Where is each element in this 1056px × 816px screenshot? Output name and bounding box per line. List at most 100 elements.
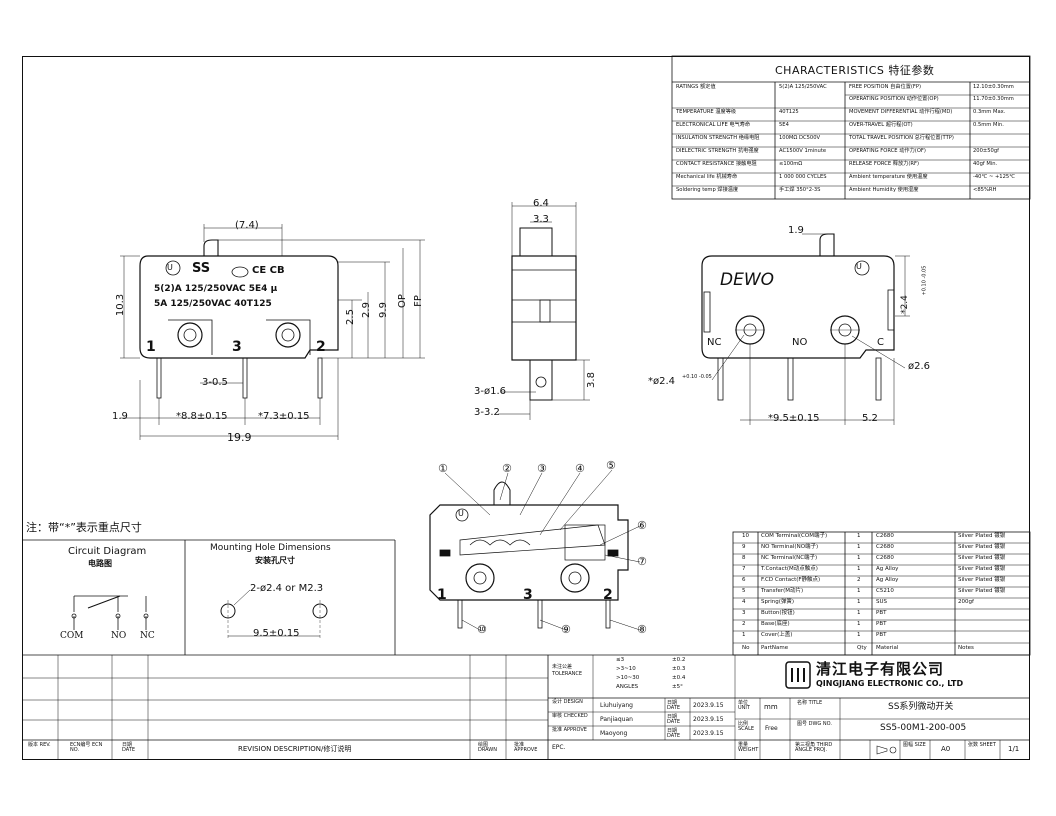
bom-cell: 1 [857, 621, 861, 627]
size-value: A0 [941, 745, 951, 753]
back-logo-u: U [856, 262, 862, 271]
characteristics-cell: OPERATING FORCE 动作力(OF) [849, 148, 926, 154]
bom-cell: C2680 [876, 555, 894, 561]
rev-label: 版本 REV. [28, 742, 51, 748]
mounting-holes: 2-ø2.4 or M2.3 [250, 583, 324, 594]
company-name-en: QINGJIANG ELECTRONIC CO., LTD [816, 679, 964, 688]
side-dim-3-8: 3.8 [585, 372, 597, 388]
characteristics-cell: 1 000 000 CYCLES [779, 174, 827, 180]
front-pin-3: 3 [232, 339, 242, 355]
date-label-2: 日期 DATE [667, 714, 681, 725]
bom-cell: Silver Plated 镀银 [958, 577, 1006, 583]
rev-date-label: 日期 DATE [122, 742, 136, 753]
bom-cell: Silver Plated 镀银 [958, 588, 1006, 594]
date-label-3: 日期 DATE [667, 728, 681, 739]
front-pin-1: 1 [146, 339, 156, 355]
callout-2: ② [502, 462, 512, 475]
bom-header-cell: Material [876, 645, 899, 651]
side-view [498, 202, 590, 420]
bom-cell: 7 [742, 566, 746, 572]
bom-cell: 9 [742, 544, 746, 550]
characteristics-cell: TOTAL TRAVEL POSITION 总行程位置(TTP) [849, 135, 954, 141]
company-name-cn: 清江电子有限公司 [816, 660, 945, 678]
front-dim-19-9: 19.9 [227, 431, 252, 444]
front-dim-height: 10.3 [115, 293, 127, 317]
back-dim-hole: *ø2.4 [648, 376, 676, 387]
bom-cell: 2 [742, 621, 746, 627]
characteristics-cell: Soldering temp 焊接温度 [676, 187, 739, 193]
projection-label: 第三视角 THIRD ANGLE PROJ. [795, 742, 833, 753]
tolerance-cell: ±5° [672, 684, 683, 690]
bom-cell: 1 [857, 544, 861, 550]
characteristics-cell: CONTACT RESISTANCE 接触电阻 [676, 161, 757, 167]
size-label: 图幅 SIZE [903, 742, 926, 748]
characteristics-cell: RELEASE FORCE 释放力(RF) [849, 161, 919, 167]
front-line1: 5(2)A 125/250VAC 5E4 μ [154, 284, 278, 294]
front-pin-2: 2 [316, 339, 326, 355]
approve2-label: 批准 APPROVE [514, 742, 538, 753]
approve-label: 批准 APPROVE [552, 727, 587, 733]
back-dim-9-5: *9.5±0.15 [768, 413, 820, 424]
bom-cell: Button(按钮) [761, 610, 795, 616]
section-logo-u: U [458, 509, 464, 518]
front-dim-2-9: 2.9 [360, 302, 372, 318]
back-dim-5-2: 5.2 [862, 413, 878, 424]
bom-cell: Ag Alloy [876, 566, 899, 572]
section-view [429, 469, 641, 631]
back-dim-2-6: ø2.6 [908, 361, 931, 372]
bom-cell: 4 [742, 599, 746, 605]
tolerance-cell: >3~10 [616, 666, 636, 672]
callout-1: ① [438, 462, 448, 475]
date-value-1: 2023.9.15 [693, 702, 724, 709]
back-dim-2-4: *2.4 [899, 295, 910, 314]
approve-name: Maoyong [600, 730, 628, 737]
bom-cell: 2 [857, 577, 861, 583]
dwg-label: 图号 DWG NO. [797, 721, 832, 727]
bom-cell: 3 [742, 610, 746, 616]
bom-cell: T.Contact(M动点触点) [761, 566, 818, 572]
bom-cell: Silver Plated 镀银 [958, 533, 1006, 539]
characteristics-cell: 40gf Min. [973, 161, 998, 167]
bom-cell: Base(底座) [761, 621, 790, 627]
front-dim-fp: FP [412, 295, 424, 307]
characteristics-cell: FREE POSITION 自由位置(FP) [849, 84, 922, 90]
back-brand: DEWO [720, 270, 775, 290]
bom-cell: 1 [857, 632, 861, 638]
characteristics-cell: RATINGS 额定值 [676, 84, 716, 90]
characteristics-cell: 11.70±0.30mm [973, 96, 1014, 102]
circuit-com: COM [60, 631, 84, 641]
bom-cell: 8 [742, 555, 746, 561]
side-dim-3-3: 3.3 [533, 214, 549, 225]
characteristics-cell: 12.10±0.30mm [973, 84, 1014, 90]
bom-cell: Spring(弹簧) [761, 599, 795, 605]
bom-header-cell: PartName [761, 645, 789, 651]
section-pin-1: 1 [437, 587, 447, 603]
circuit-title: Circuit Diagram [68, 546, 147, 557]
bom-cell: 1 [857, 533, 861, 539]
characteristics-cell: ≤100mΩ [779, 161, 803, 167]
front-marks: CE CB [252, 265, 285, 276]
tolerance-cell: ±0.2 [672, 657, 686, 663]
tolerance-cell: >10~30 [616, 675, 640, 681]
bom-cell: Ag Alloy [876, 577, 899, 583]
design-name: Liuhuiyang [600, 702, 633, 709]
front-dim-2-5: 2.5 [344, 309, 356, 325]
side-dim-hole: 3-ø1.6 [474, 386, 506, 397]
bom-cell: PBT [876, 610, 887, 616]
characteristics-title: CHARACTERISTICS 特征参数 [775, 64, 935, 77]
bom-cell: Silver Plated 镀银 [958, 555, 1006, 561]
front-dim-8-8: *8.8±0.15 [176, 411, 228, 422]
title-block [22, 654, 1030, 760]
sheet-label: 张数 SHEET [968, 742, 996, 748]
back-label-c: C [877, 337, 884, 348]
bom-cell: Cover(上盖) [761, 632, 793, 638]
dwg-value: SS5-00M1-200-005 [880, 723, 967, 733]
callout-9: ⑨ [561, 623, 571, 636]
characteristics-cell: 0.5mm Min. [973, 122, 1004, 128]
bom-cell: 1 [857, 588, 861, 594]
bom-cell: Silver Plated 镀银 [958, 544, 1006, 550]
circuit-mounting-box [22, 539, 396, 655]
characteristics-cell: 手工焊 350°2-3S [779, 187, 821, 193]
bom-cell: C2680 [876, 544, 894, 550]
